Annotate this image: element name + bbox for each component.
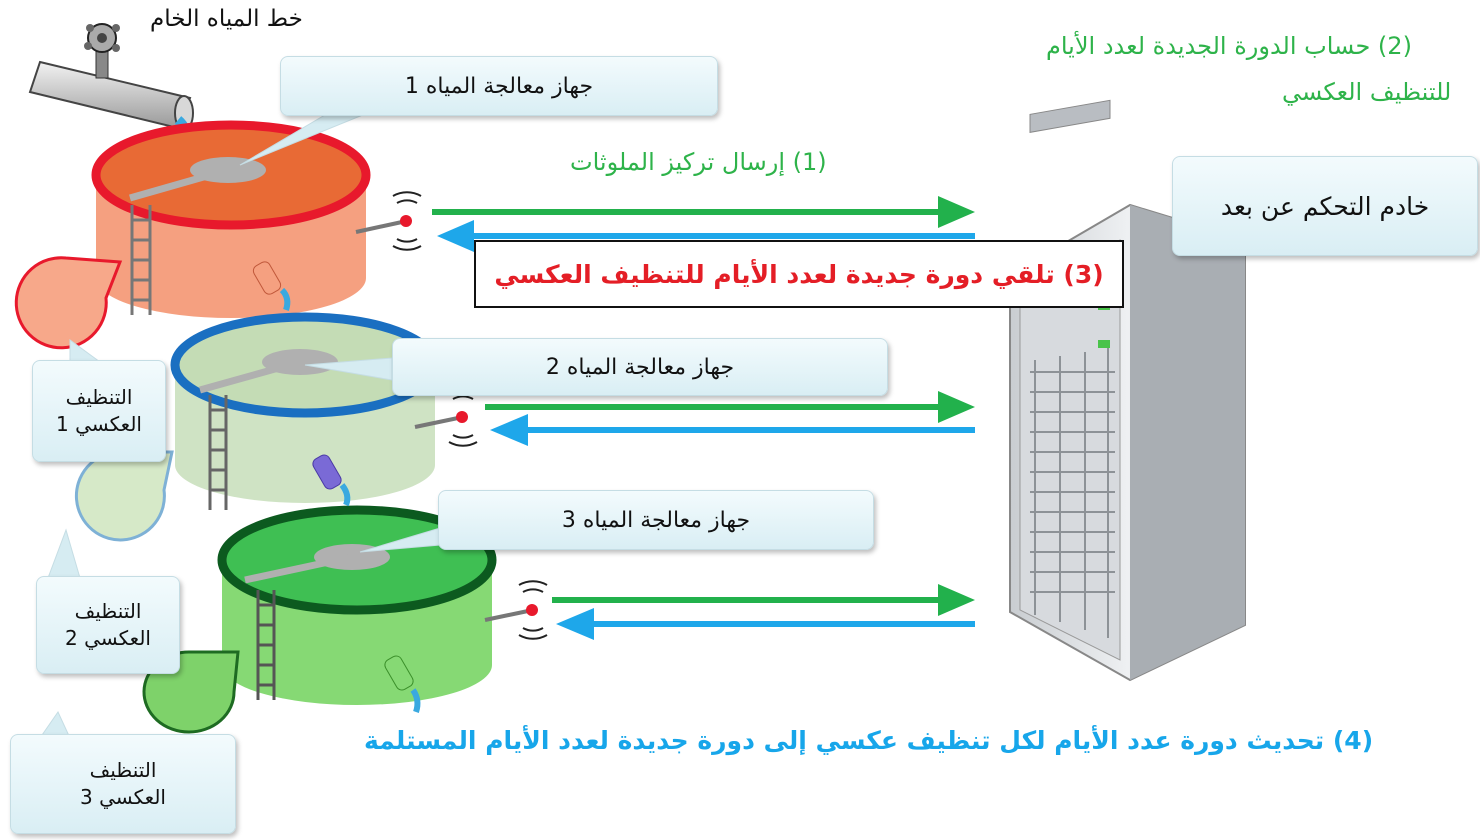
backwash-3-line-1: التنظيف <box>89 758 157 782</box>
backwash-1-callout: التنظيف العكسي 1 <box>32 360 166 462</box>
step-1-label: (1) إرسال تركيز الملوثات <box>570 148 827 176</box>
sensor-1-icon <box>355 191 422 251</box>
water-treatment-tank-1 <box>91 120 371 318</box>
device-3-callout: جهاز معالجة المياه 3 <box>438 490 874 550</box>
backwash-1-line-2: العكسي 1 <box>56 412 142 436</box>
arrows <box>432 196 975 640</box>
valve-icon <box>84 23 120 53</box>
backwash-2-line-1: التنظيف <box>74 599 142 623</box>
backwash-3-callout: التنظيف العكسي 3 <box>10 734 236 834</box>
step-3-label: (3) تلقي دورة جديدة لعدد الأيام للتنظيف … <box>494 259 1104 289</box>
backwash-3-line-2: العكسي 3 <box>80 785 166 809</box>
backwash-1-line-1: التنظيف <box>65 385 133 409</box>
overflow-pipes <box>252 261 421 713</box>
step-4-label: (4) تحديث دورة عدد الأيام لكل تنظيف عكسي… <box>364 726 1374 755</box>
device-1-callout: جهاز معالجة المياه 1 <box>280 56 718 116</box>
step-2-line-1: (2) حساب الدورة الجديدة لعدد الأيام <box>1046 32 1412 60</box>
backwash-2-callout: التنظيف العكسي 2 <box>36 576 180 674</box>
remote-server-icon <box>1009 99 1246 682</box>
sensor-3-icon <box>484 580 548 640</box>
backwash-2-line-2: العكسي 2 <box>65 626 151 650</box>
raw-water-line-label: خط المياه الخام <box>150 6 303 32</box>
remote-server-callout: خادم التحكم عن بعد <box>1172 156 1478 256</box>
device-2-callout: جهاز معالجة المياه 2 <box>392 338 888 396</box>
step-3-box: (3) تلقي دورة جديدة لعدد الأيام للتنظيف … <box>474 240 1124 308</box>
step-2-line-2: للتنظيف العكسي <box>1282 78 1452 106</box>
